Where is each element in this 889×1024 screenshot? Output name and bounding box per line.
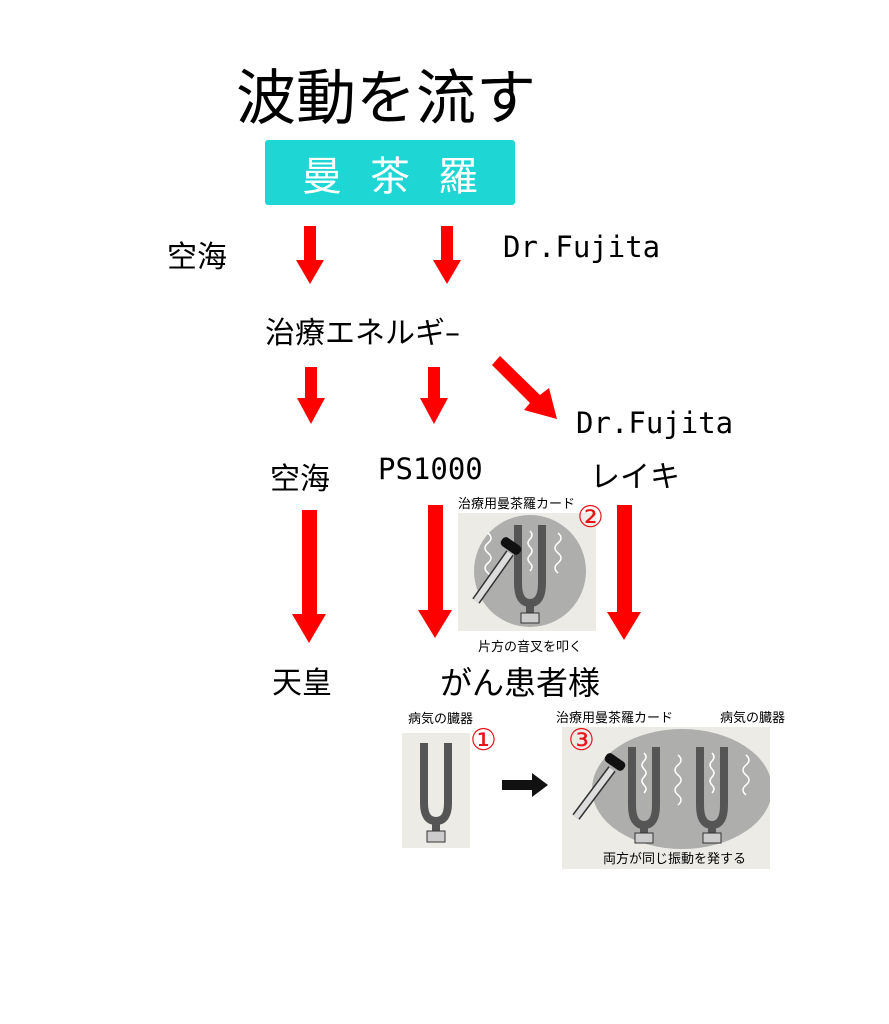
arrow-down <box>433 226 461 284</box>
arrow-down <box>292 510 326 643</box>
arrow-down <box>297 367 325 424</box>
label-emperor: 天皇 <box>272 666 332 701</box>
mandala-char: 曼 <box>302 153 342 200</box>
mandala-char: 茶 <box>370 153 410 200</box>
figure1-caption: 病気の臓器 <box>408 712 474 727</box>
label-energy: 治療エネルギ– <box>265 316 460 351</box>
resonance-image <box>562 727 770 869</box>
figure3-caption-bottom: 両方が同じ振動を発する <box>603 852 747 867</box>
label-kukai-2: 空海 <box>270 462 330 497</box>
figure3-caption-right: 病気の臓器 <box>720 711 786 726</box>
arrow-down <box>418 505 452 638</box>
figure1-number: ① <box>470 723 497 758</box>
mandala-box: 曼 茶 羅 <box>265 140 515 205</box>
figure3-caption-left: 治療用曼茶羅カード <box>556 711 674 726</box>
label-ps1000: PS1000 <box>378 452 483 486</box>
arrow-down <box>420 367 448 424</box>
label-patients: がん患者様 <box>440 664 601 702</box>
label-reiki: レイキ <box>590 460 680 495</box>
figure3-number: ③ <box>568 723 595 758</box>
figure2-caption-top: 治療用曼茶羅カード <box>458 497 576 512</box>
page-title: 波動を流す <box>236 64 536 134</box>
arrow-down <box>296 226 324 284</box>
arrow-down <box>607 505 641 640</box>
figure2-number: ② <box>577 500 604 535</box>
tuning-fork-image <box>402 733 470 848</box>
label-dr-fujita-2: Dr.Fujita <box>576 406 734 440</box>
arrow-diagonal <box>492 356 557 419</box>
tuning-fork-strike-image <box>458 513 596 631</box>
label-kukai: 空海 <box>167 240 227 275</box>
mandala-char: 羅 <box>438 153 478 200</box>
arrow-right-icon <box>502 773 548 797</box>
figure2-caption-bottom: 片方の音叉を叩く <box>478 640 583 655</box>
label-dr-fujita: Dr.Fujita <box>503 230 661 264</box>
